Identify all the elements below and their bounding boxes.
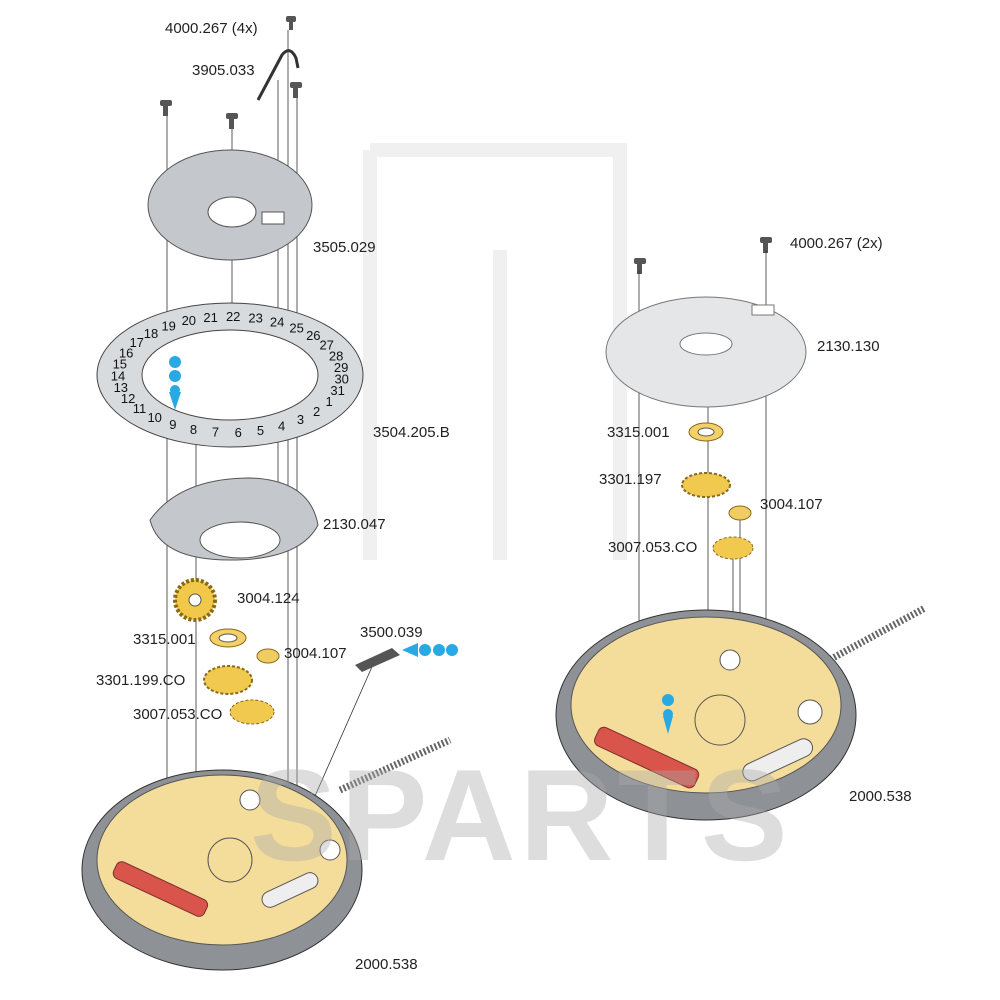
screw-icon bbox=[293, 88, 298, 98]
label-3315-001: 3315.001 bbox=[133, 631, 196, 648]
label-2130-130: 2130.130 bbox=[817, 338, 880, 355]
date-disc-number: 7 bbox=[212, 425, 219, 440]
lever-3500-039 bbox=[355, 648, 400, 672]
label-4000-267-4x: 4000.267 (4x) bbox=[165, 20, 258, 37]
movement-right bbox=[555, 604, 927, 821]
date-disc-number: 10 bbox=[147, 410, 161, 425]
date-disc-number: 17 bbox=[129, 335, 143, 350]
label-3500-039: 3500.039 bbox=[360, 624, 423, 641]
date-disc-number: 18 bbox=[144, 326, 158, 341]
date-disc-number: 26 bbox=[306, 328, 320, 343]
date-disc-number: 12 bbox=[121, 391, 135, 406]
wheel-3007-053 bbox=[229, 699, 275, 725]
date-disc-number: 15 bbox=[113, 357, 127, 372]
wheel-3004-107-right bbox=[728, 505, 752, 521]
date-disc-number: 5 bbox=[257, 423, 264, 438]
plate-2130-130 bbox=[605, 296, 807, 408]
right-pointer-arrow bbox=[402, 643, 458, 657]
date-disc-number: 22 bbox=[226, 309, 240, 324]
label-3004-107-right: 3004.107 bbox=[760, 496, 823, 513]
left-pointer-arrow bbox=[169, 356, 181, 410]
label-3504-205-b: 3504.205.B bbox=[373, 424, 450, 441]
date-disc-number: 25 bbox=[289, 320, 303, 335]
screw-icon bbox=[229, 119, 234, 129]
label-4000-267-2x: 4000.267 (2x) bbox=[790, 235, 883, 252]
date-disc-number: 24 bbox=[270, 314, 284, 329]
screw-icon bbox=[760, 237, 772, 243]
right-movement-pointer bbox=[662, 694, 674, 734]
screw-icon bbox=[286, 16, 296, 22]
date-disc-number: 27 bbox=[319, 338, 333, 353]
label-3505-029: 3505.029 bbox=[313, 239, 376, 256]
wheel-3007-053-right bbox=[712, 536, 754, 560]
label-3905-033: 3905.033 bbox=[192, 62, 255, 79]
screw-icon bbox=[289, 22, 293, 30]
label-2000-538-right: 2000.538 bbox=[849, 788, 912, 805]
date-disc-number: 28 bbox=[329, 348, 343, 363]
screw-icon bbox=[226, 113, 238, 119]
date-disc-number: 20 bbox=[182, 313, 196, 328]
label-3004-124: 3004.124 bbox=[237, 590, 300, 607]
label-3301-199-co: 3301.199.CO bbox=[96, 672, 186, 689]
date-disc-number: 11 bbox=[133, 401, 147, 416]
date-disc-number: 30 bbox=[334, 372, 348, 387]
screw-icon bbox=[634, 258, 646, 264]
date-disc-number: 4 bbox=[278, 419, 285, 434]
wheel-3301-197 bbox=[681, 472, 731, 498]
label-2000-538-left: 2000.538 bbox=[355, 956, 418, 973]
date-disc-number: 19 bbox=[161, 319, 175, 334]
date-disc-number: 13 bbox=[114, 380, 128, 395]
screw-icon bbox=[163, 106, 168, 116]
screw-icons bbox=[160, 16, 772, 274]
date-disc-number: 21 bbox=[203, 310, 217, 325]
screw-icon bbox=[290, 82, 302, 88]
date-disc-number: 2 bbox=[313, 404, 320, 419]
movement-left bbox=[81, 736, 452, 971]
screw-icon bbox=[160, 100, 172, 106]
date-disc-number: 1 bbox=[325, 394, 332, 409]
label-3007-053-co: 3007.053.CO bbox=[133, 706, 223, 723]
wheel-3004-107 bbox=[256, 648, 280, 664]
plate-2130-047 bbox=[149, 477, 319, 561]
date-disc-number: 23 bbox=[248, 311, 262, 326]
date-disc-number: 8 bbox=[190, 422, 197, 437]
date-disc-number: 14 bbox=[111, 368, 125, 383]
label-3301-197: 3301.197 bbox=[599, 471, 662, 488]
date-disc-number: 31 bbox=[330, 383, 344, 398]
date-disc-number: 3 bbox=[297, 412, 304, 427]
date-disc-number: 16 bbox=[119, 345, 133, 360]
label-2130-047: 2130.047 bbox=[323, 516, 386, 533]
screw-icon bbox=[637, 264, 642, 274]
label-3007-053-co-right: 3007.053.CO bbox=[608, 539, 698, 556]
wheel-3004-124 bbox=[173, 578, 217, 622]
date-disc-number: 9 bbox=[169, 417, 176, 432]
label-3315-001-right: 3315.001 bbox=[607, 424, 670, 441]
date-disc-number: 29 bbox=[334, 360, 348, 375]
plate-3505-029 bbox=[147, 149, 313, 261]
date-disc-number: 6 bbox=[235, 425, 242, 440]
wheel-3301-199 bbox=[203, 665, 253, 695]
screw-icon bbox=[763, 243, 768, 253]
spring-part bbox=[256, 49, 300, 101]
label-3004-107: 3004.107 bbox=[284, 645, 347, 662]
watermark-cross bbox=[363, 143, 627, 560]
